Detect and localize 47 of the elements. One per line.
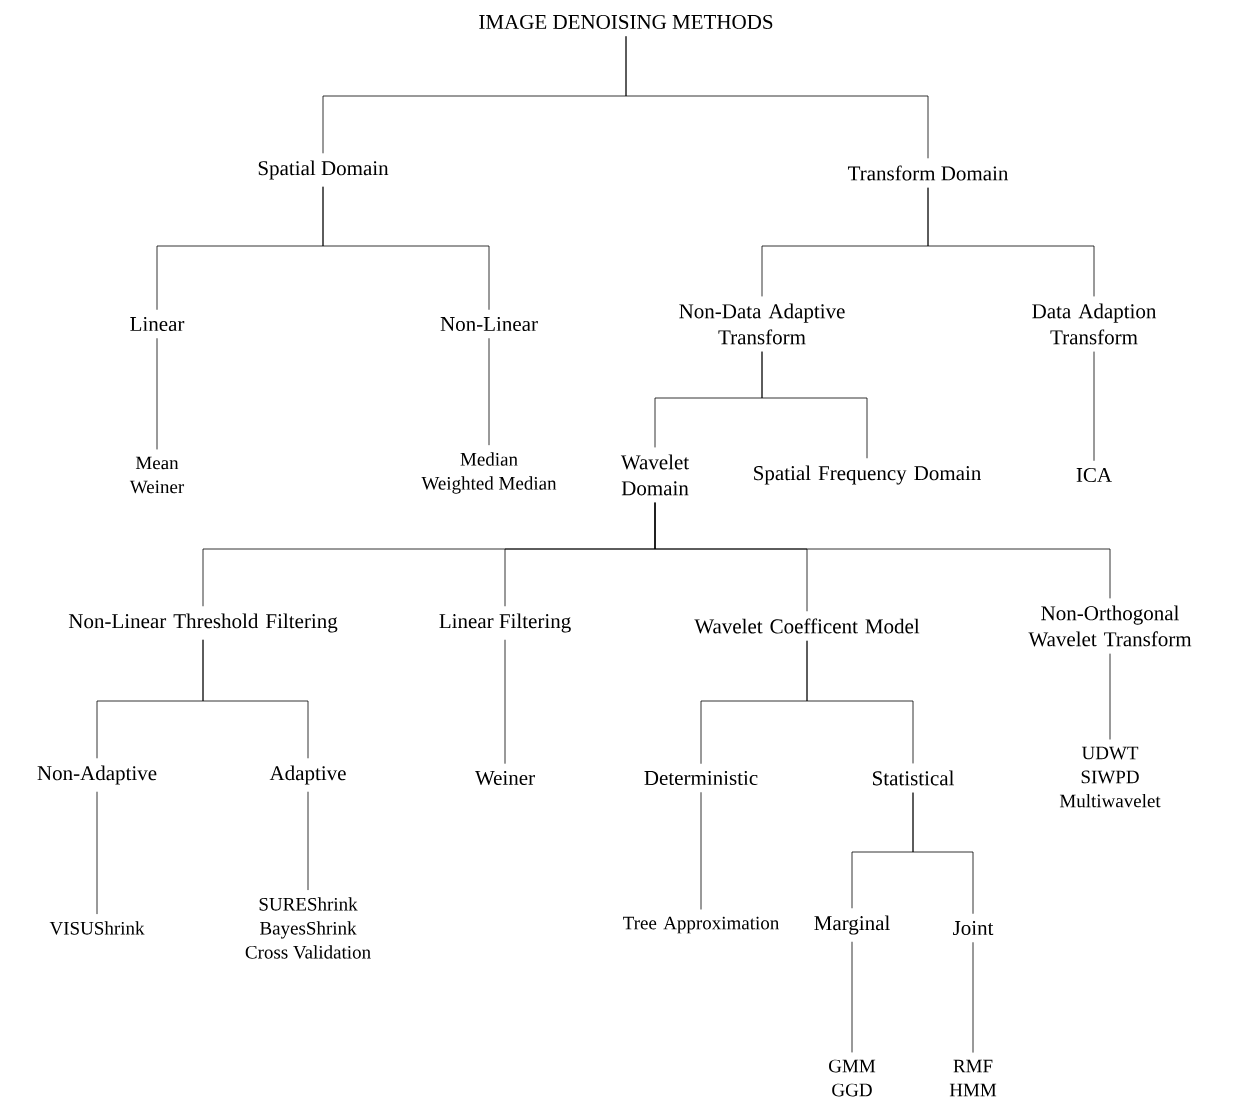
term-list: UDWT SIWPD Multiwavelet <box>1059 746 1161 808</box>
term-label: Tree Approximation <box>623 916 779 934</box>
term-list: Median Weighted Median <box>421 452 557 494</box>
term-label: Non-Data Adaptive Transform <box>679 303 845 345</box>
term-label: Non-Linear <box>440 316 538 332</box>
term-list: RMF HMM <box>949 1059 997 1097</box>
tree-connector <box>202 639 309 759</box>
term-label: Spatial Domain <box>258 160 389 180</box>
term-label: Weiner <box>474 770 535 786</box>
term-label: IMAGE DENOISING METHODS <box>479 14 773 30</box>
term-label: Joint <box>953 920 994 936</box>
tree-connector <box>700 791 702 910</box>
tree-connector <box>912 792 974 915</box>
term-list: Mean Weiner <box>129 456 185 494</box>
term-label: Linear <box>130 316 185 332</box>
tree-connector <box>322 186 490 311</box>
term-label: ICA <box>1076 467 1112 483</box>
term-label: Adaptive <box>269 765 346 785</box>
term-label: Linear Filtering <box>439 613 571 633</box>
tree-connector <box>156 337 158 450</box>
term-label: Wavelet Domain <box>620 454 690 496</box>
term-label: Spatial Frequency Domain <box>754 465 981 485</box>
tree-connector <box>504 639 506 765</box>
tree-connector <box>625 35 929 159</box>
term-label: Statistical <box>873 770 954 786</box>
tree-connector <box>972 941 974 1053</box>
term-label: Marginal <box>814 915 890 935</box>
tree-connector <box>1093 351 1095 462</box>
term-label: VISUShrink <box>49 921 145 935</box>
term-label: Non-Orthogonal Wavelet Transform <box>1028 605 1192 647</box>
term-label: Data Adaption Transform <box>1032 303 1157 345</box>
term-label: Non-Adaptive <box>37 765 157 785</box>
tree-connector <box>1109 653 1111 740</box>
term-list: SUREShrink BayesShrink Cross Validation <box>245 897 371 959</box>
tree-connector <box>488 337 490 446</box>
tree-connector <box>927 187 1095 297</box>
term-label: Transform Domain <box>848 165 1009 181</box>
term-label: Non-Linear Threshold Filtering <box>68 613 338 633</box>
tree-connector <box>307 791 309 891</box>
term-label: Wavelet Coefficent Model <box>694 618 920 634</box>
term-list: GMM GGD <box>829 1059 876 1097</box>
tree-connector <box>96 791 98 915</box>
term-label: Deterministic <box>644 770 758 786</box>
tree-connector <box>654 502 1111 599</box>
tree-connector <box>761 351 868 459</box>
tree-connector <box>806 640 914 764</box>
tree-connector <box>851 941 853 1053</box>
